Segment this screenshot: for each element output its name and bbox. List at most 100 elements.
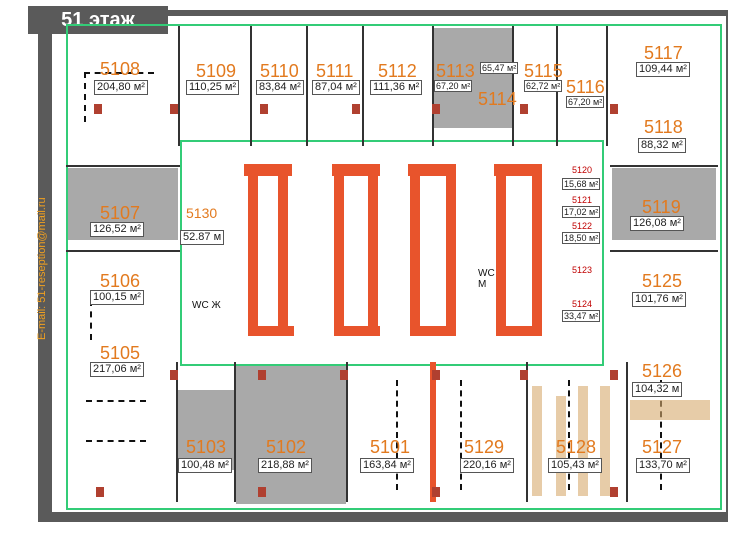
room-number[interactable]: 5111 bbox=[316, 61, 354, 81]
partition bbox=[660, 380, 662, 490]
room-number[interactable]: 5108 bbox=[100, 59, 141, 79]
core-column bbox=[408, 164, 456, 176]
pillar bbox=[610, 487, 618, 497]
tan-marker bbox=[600, 386, 610, 496]
wall bbox=[610, 250, 718, 252]
wall bbox=[610, 165, 718, 167]
room-area: 126,52 м² bbox=[90, 222, 144, 237]
pillar bbox=[94, 104, 102, 114]
core-column bbox=[430, 362, 436, 502]
room-area: 126,08 м² bbox=[630, 216, 684, 231]
room-area: 217,06 м² bbox=[90, 362, 144, 377]
room-number[interactable]: 5102 bbox=[266, 437, 307, 457]
core-column bbox=[446, 164, 456, 334]
partition bbox=[86, 440, 146, 442]
core-column bbox=[248, 164, 258, 334]
room-number[interactable]: 5128 bbox=[556, 437, 597, 457]
room-area: 105,43 м² bbox=[548, 458, 602, 473]
room-number[interactable]: 5127 bbox=[642, 437, 683, 457]
room-area: 110,25 м² bbox=[186, 80, 240, 95]
room-number[interactable]: 5115 bbox=[524, 61, 563, 81]
room-area: 17,02 м² bbox=[562, 206, 601, 218]
room-number[interactable]: 5107 bbox=[100, 203, 141, 223]
partition bbox=[84, 72, 154, 74]
wc-men-label: WC М bbox=[478, 268, 495, 290]
wall bbox=[346, 362, 348, 502]
room-area: 100,48 м² bbox=[178, 458, 232, 473]
room-number[interactable]: 5120 bbox=[572, 165, 593, 175]
room-number[interactable]: 5109 bbox=[196, 61, 237, 81]
pillar bbox=[170, 370, 178, 380]
room-number[interactable]: 5103 bbox=[186, 437, 227, 457]
room-area: 65,47 м² bbox=[480, 62, 519, 74]
room-number[interactable]: 5117 bbox=[644, 43, 683, 63]
room-number[interactable]: 5119 bbox=[642, 197, 681, 217]
room-area: 83,84 м² bbox=[256, 80, 304, 95]
email-label[interactable]: E-mail: 51-reseption@mail.ru bbox=[36, 197, 48, 340]
room-number[interactable]: 5122 bbox=[572, 221, 593, 231]
core-column bbox=[496, 326, 542, 336]
wall bbox=[626, 362, 628, 502]
wall bbox=[250, 26, 252, 146]
room-area: 52.87 м bbox=[180, 230, 225, 245]
room-number[interactable]: 5105 bbox=[100, 343, 141, 363]
pillar bbox=[520, 104, 528, 114]
room-number[interactable]: 5129 bbox=[464, 437, 505, 457]
wall bbox=[176, 362, 178, 502]
room-area: 220,16 м² bbox=[460, 458, 514, 473]
wall bbox=[66, 165, 180, 167]
room-area: 109,44 м² bbox=[636, 62, 690, 77]
room-area: 18,50 м² bbox=[562, 232, 601, 244]
room-number[interactable]: 5118 bbox=[644, 117, 683, 137]
core-column bbox=[532, 164, 542, 334]
room-number[interactable]: 5101 bbox=[370, 437, 411, 457]
wall bbox=[432, 26, 434, 146]
core-column bbox=[334, 164, 344, 334]
room-area: 133,70 м² bbox=[636, 458, 690, 473]
occupied-5113 bbox=[434, 28, 512, 128]
outer-wall bbox=[66, 24, 722, 510]
core-column bbox=[410, 326, 456, 336]
pillar bbox=[610, 104, 618, 114]
room-area: 62,72 м² bbox=[524, 80, 563, 92]
pillar bbox=[352, 104, 360, 114]
wall bbox=[606, 26, 608, 146]
pillar bbox=[258, 487, 266, 497]
wall bbox=[512, 26, 514, 146]
room-area: 87,04 м² bbox=[312, 80, 360, 95]
room-area: 204,80 м² bbox=[94, 80, 148, 95]
wall bbox=[234, 362, 236, 502]
room-number[interactable]: 5124 bbox=[572, 299, 593, 309]
pillar bbox=[340, 370, 348, 380]
occupied-5103 bbox=[178, 390, 234, 470]
room-number[interactable]: 5121 bbox=[572, 195, 593, 205]
room-number[interactable]: 5114 bbox=[478, 89, 517, 109]
room-area: 111,36 м² bbox=[370, 80, 423, 95]
room-area: 15,68 м² bbox=[562, 178, 601, 190]
tan-marker bbox=[630, 400, 710, 420]
core-column bbox=[334, 326, 380, 336]
room-number[interactable]: 5116 bbox=[566, 77, 605, 97]
room-area: 100,15 м² bbox=[90, 290, 144, 305]
core-column bbox=[248, 326, 294, 336]
pillar bbox=[432, 370, 440, 380]
room-number[interactable]: 5126 bbox=[642, 361, 683, 381]
room-number[interactable]: 5110 bbox=[260, 61, 299, 81]
pillar bbox=[432, 104, 440, 114]
corridor-wall bbox=[180, 140, 604, 366]
room-number[interactable]: 5130 bbox=[186, 205, 218, 221]
room-number[interactable]: 5125 bbox=[642, 271, 683, 291]
wall bbox=[526, 362, 528, 502]
partition bbox=[84, 72, 86, 122]
pillar bbox=[260, 104, 268, 114]
core-column bbox=[278, 164, 288, 334]
room-area: 67,20 м² bbox=[434, 80, 473, 92]
room-number[interactable]: 5112 bbox=[378, 61, 417, 81]
room-number[interactable]: 5123 bbox=[572, 265, 593, 275]
pillar bbox=[170, 104, 178, 114]
wall bbox=[362, 26, 364, 146]
room-number[interactable]: 5106 bbox=[100, 271, 141, 291]
room-number[interactable]: 5113 bbox=[436, 61, 475, 81]
wall bbox=[66, 250, 180, 252]
core-column bbox=[494, 164, 542, 176]
